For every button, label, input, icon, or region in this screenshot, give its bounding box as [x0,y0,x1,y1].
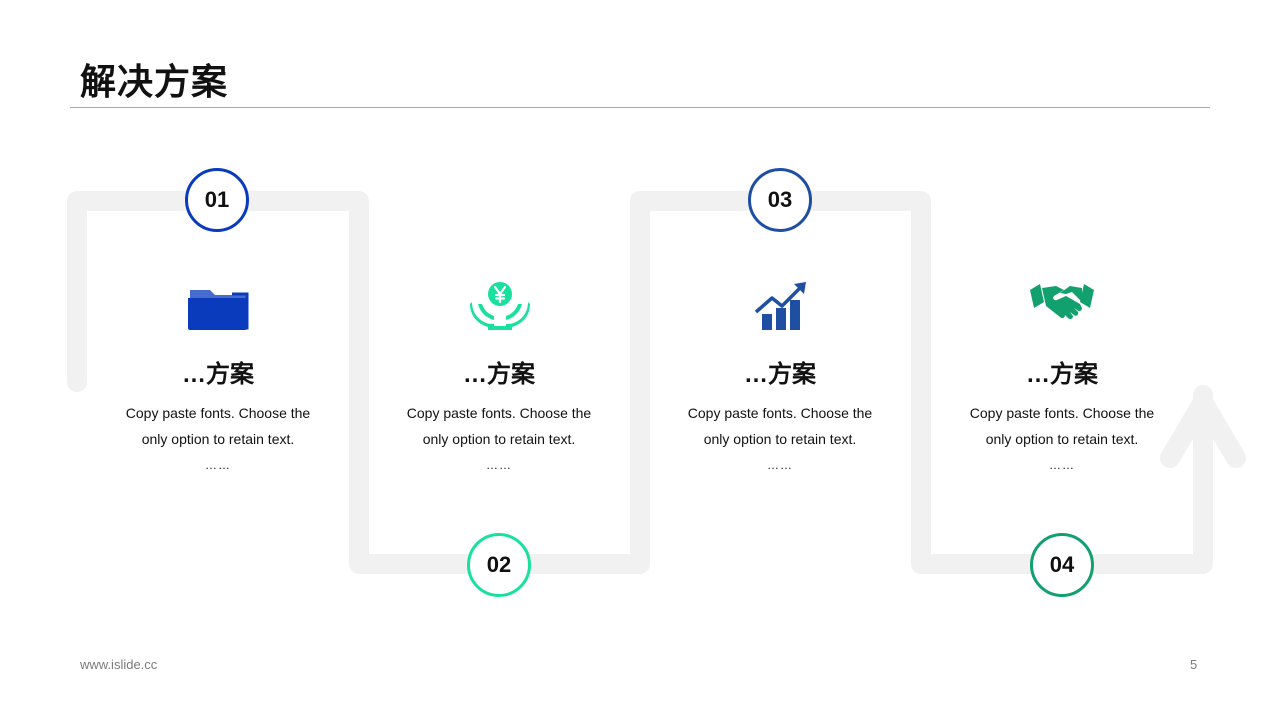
step-title-01: …方案 [182,361,254,388]
title-divider [70,107,1210,108]
step-title-04: …方案 [1026,361,1098,388]
step-ellipsis: …… [486,458,512,472]
step-badge-04: 04 [1030,533,1094,597]
step-desc-line: only option to retain text. [141,431,295,447]
arrow-head-icon [1160,392,1246,468]
growth-chart-icon [754,282,806,330]
step-ellipsis: …… [767,458,793,472]
step-ellipsis: …… [1049,458,1075,472]
page-title: 解决方案 [80,61,229,102]
folder-icon [188,290,249,330]
handshake-icon [1030,284,1094,320]
step-desc-line: Copy paste fonts. Choose the [969,405,1155,421]
step-title-02: …方案 [463,361,535,388]
step-desc-line: Copy paste fonts. Choose the [125,405,311,421]
step-ellipsis: …… [205,458,231,472]
page-number: 5 [1190,657,1198,672]
step-desc-02: Copy paste fonts. Choose the only option… [389,400,609,478]
step-desc-line: Copy paste fonts. Choose the [687,405,873,421]
step-desc-03: Copy paste fonts. Choose the only option… [670,400,890,478]
step-title-03: …方案 [744,361,816,388]
step-desc-01: Copy paste fonts. Choose the only option… [108,400,328,478]
step-desc-line: only option to retain text. [703,431,857,447]
step-desc-04: Copy paste fonts. Choose the only option… [952,400,1172,478]
step-desc-line: Copy paste fonts. Choose the [406,405,592,421]
step-desc-line: only option to retain text. [985,431,1139,447]
yen-hands-icon [470,282,530,330]
step-badge-02: 02 [467,533,531,597]
step-badge-03: 03 [748,168,812,232]
step-badge-01: 01 [185,168,249,232]
step-desc-line: only option to retain text. [422,431,576,447]
footer-url: www.islide.cc [80,657,158,672]
